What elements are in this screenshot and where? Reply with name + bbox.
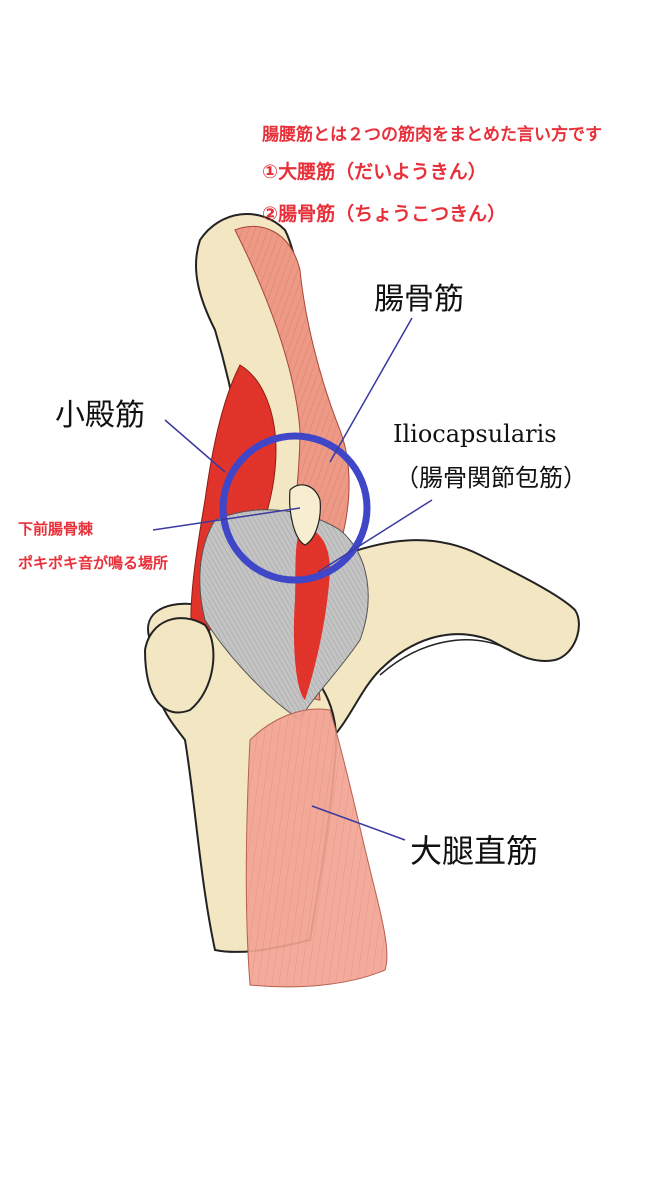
label-rectus-femoris: 大腿直筋 [410, 832, 539, 870]
label-aiis: 下前腸骨棘 [18, 520, 94, 538]
label-gluteus-minimus: 小殿筋 [55, 398, 145, 433]
note-item-iliacus: ②腸骨筋（ちょうこつきん） [262, 203, 507, 225]
leader-line-aiis [152, 507, 301, 531]
femoral-head [143, 617, 215, 714]
leader-line-iliacus [329, 317, 413, 463]
label-iliocapsularis-en: Iliocapsularis [393, 420, 557, 448]
leader-line-rectus-femoris [311, 805, 406, 841]
leader-line-iliocapsularis [317, 499, 433, 573]
label-iliocapsularis-jp: （腸骨関節包筋） [395, 464, 587, 492]
popping-site-highlight-circle [219, 432, 371, 584]
intro-note: 腸腰筋とは２つの筋肉をまとめた言い方です [262, 125, 602, 145]
leader-line-gluteus-minimus [164, 419, 226, 473]
note-item-psoas-major: ①大腰筋（だいようきん） [262, 161, 487, 183]
label-popping-site: ポキポキ音が鳴る場所 [18, 554, 169, 572]
label-iliacus: 腸骨筋 [374, 282, 464, 317]
aiis-spur [289, 484, 321, 546]
